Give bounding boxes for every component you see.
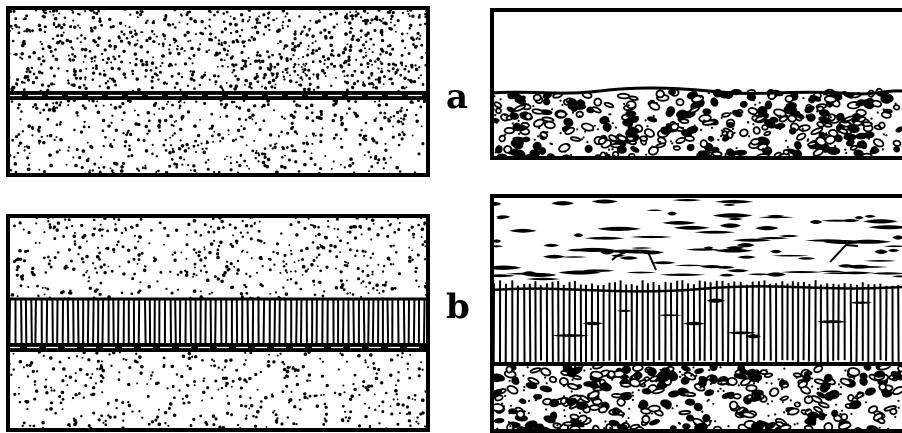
panel-a-left [7,6,429,176]
pebble-gravel-layer [487,88,902,163]
panel-b-left [6,214,428,431]
dotted-sand-layer [7,214,427,300]
panel-a-right [487,10,902,163]
dotted-sand-layer [6,350,428,431]
vertical-hatched-band [494,280,899,364]
label-b: b [446,287,470,327]
label-a: a [446,77,468,117]
dotted-sand-layer [7,98,429,176]
vertical-hatched-band [9,300,424,343]
thin-band [8,343,428,352]
thin-band [8,91,428,100]
lensed-flecks-layer [485,199,902,280]
dotted-sand-layer [7,6,428,92]
pebble-gravel-layer [489,362,902,433]
panel-b-right [485,196,902,433]
